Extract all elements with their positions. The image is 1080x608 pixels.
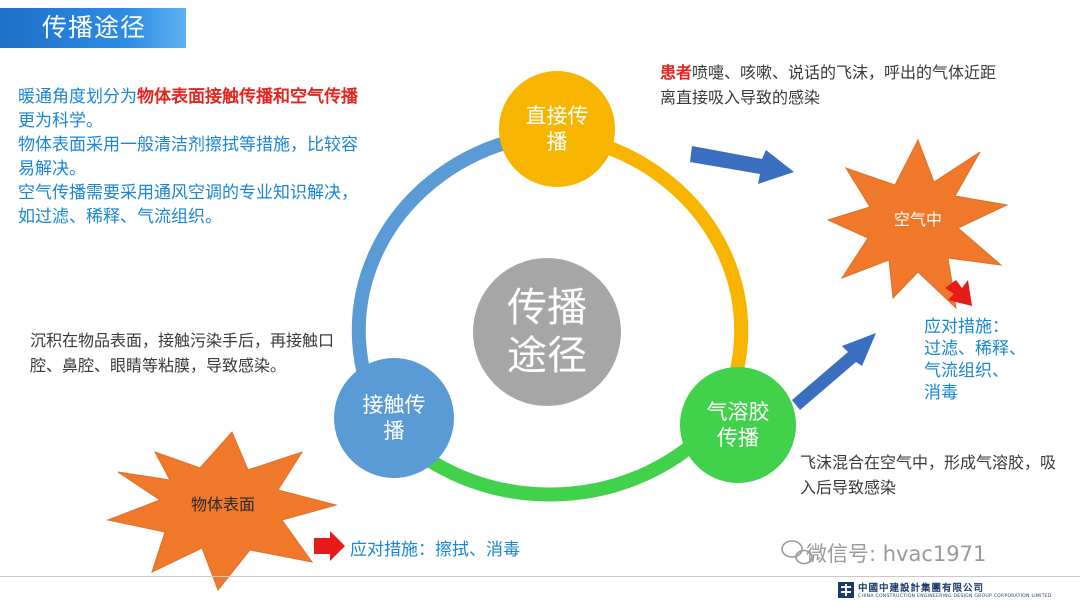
arrow-surface-to-measure [314,531,345,561]
burst-air-label: 空气中 [893,210,942,229]
burst-surface-shape [106,431,338,591]
intro-line-1-post: 更为科学。 [18,111,103,131]
direct-note-text: 喷嚏、咳嗽、说话的飞沫，呼出的气体近距离直接吸入导致的感染 [660,63,997,107]
intro-text: 暖通角度划分为物体表面接触传播和空气传播更为科学。 物体表面采用一般清洁剂擦拭等… [18,85,373,229]
node-contact-line-2: 播 [383,419,405,443]
air-measure-line-2: 过滤、稀释、 [924,339,1026,359]
center-label-line-2: 途径 [507,333,587,379]
intro-line-1: 暖通角度划分为物体表面接触传播和空气传播更为科学。 [18,85,373,133]
arrow-aerosol-to-measure [792,333,876,410]
node-aerosol-line-1: 气溶胶 [706,400,770,424]
air-measure-line-1: 应对措施： [924,317,1009,337]
arrow-direct-to-air [690,146,794,184]
aerosol-note: 飞沫混合在空气中，形成气溶胶，吸入后导致感染 [800,453,1057,497]
center-label-line-1: 传播 [507,285,587,331]
company-logo-icon-stripe [845,584,847,596]
node-contact-circle [334,358,454,478]
node-direct-label: 直接传播 [499,71,615,187]
arrow-air-to-measure [945,280,972,306]
air-measure-line-4: 消毒 [924,383,958,403]
node-aerosol-line-2: 传播 [717,426,759,450]
air-measure: 应对措施： 过滤、稀释、 气流组织、 消毒 [924,316,1064,404]
center-circle [473,258,621,406]
direct-note: 患者喷嚏、咳嗽、说话的飞沫，呼出的气体近距离直接吸入导致的感染 [660,60,1000,110]
footer-divider [0,576,1080,577]
node-aerosol-label: 气溶胶传播 [680,367,796,483]
direct-note-highlight: 患者 [660,63,693,82]
watermark: 微信号: hvac1971 [806,542,987,566]
node-contact-label: 接触传播 [334,358,454,478]
intro-line-1-highlight: 物体表面接触传播和空气传播 [137,87,358,107]
intro-line-3: 空气传播需要采用通风空调的专业知识解决，如过滤、稀释、气流组织。 [18,183,358,227]
header-bar [0,8,186,48]
intro-line-1-pre: 暖通角度划分为 [18,87,137,107]
wechat-icon [781,540,813,565]
company-name: 中國中建設計集團有限公司 [858,583,985,594]
center-label: 传播途径 [473,258,621,406]
burst-surface-label: 物体表面 [190,495,255,514]
intro-line-2: 物体表面采用一般清洁剂擦拭等措施，比较容易解决。 [18,135,358,179]
page-title: 传播途径 [42,13,147,42]
node-direct-circle [499,71,615,187]
burst-air-shape [826,138,1009,310]
contact-note: 沉积在物品表面，接触污染手后，再接触口腔、鼻腔、眼睛等粘膜，导致感染。 [30,331,335,375]
node-direct-line-1: 直接传 [525,104,589,128]
node-contact-line-1: 接触传 [362,393,426,417]
node-direct-line-2: 播 [546,130,568,154]
company-name-en: CHINA CONSTRUCTION ENGINEERING DESIGN GR… [858,594,1052,599]
surface-measure: 应对措施：擦拭、消毒 [350,540,520,560]
node-aerosol-circle [680,367,796,483]
air-measure-line-3: 气流组织、 [924,361,1009,381]
